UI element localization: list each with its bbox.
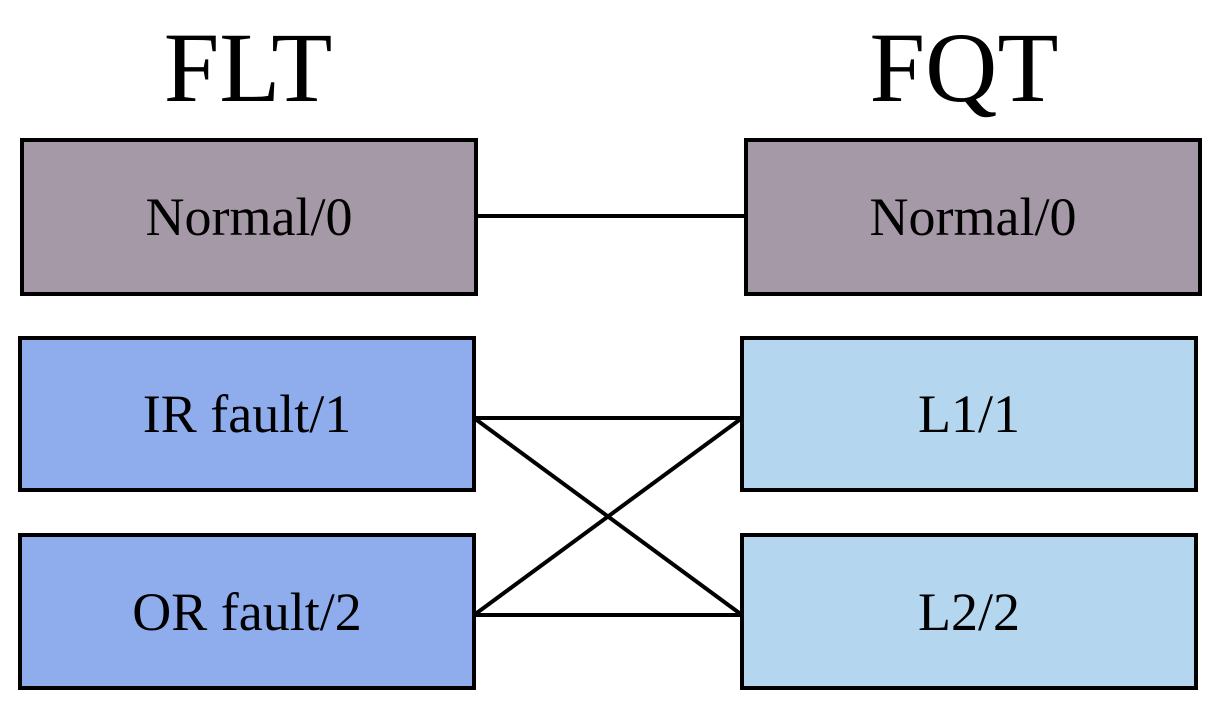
fqt-box-l2: L2/2 [740, 533, 1198, 690]
flt-box-or-fault: OR fault/2 [18, 533, 476, 690]
fqt-heading: FQT [869, 12, 1059, 123]
box-label: Normal/0 [145, 187, 353, 247]
flt-box-ir-fault: IR fault/1 [18, 336, 476, 492]
box-label: IR fault/1 [142, 384, 352, 444]
box-label: OR fault/2 [132, 581, 362, 642]
flt-box-normal: Normal/0 [20, 138, 478, 296]
fqt-box-normal: Normal/0 [744, 138, 1202, 296]
box-label: L1/1 [918, 384, 1020, 444]
box-label: Normal/0 [869, 187, 1077, 247]
box-label: L2/2 [918, 581, 1020, 642]
connector-or-fault-l1 [472, 416, 744, 617]
flt-heading: FLT [163, 12, 333, 123]
fqt-box-l1: L1/1 [740, 336, 1198, 492]
